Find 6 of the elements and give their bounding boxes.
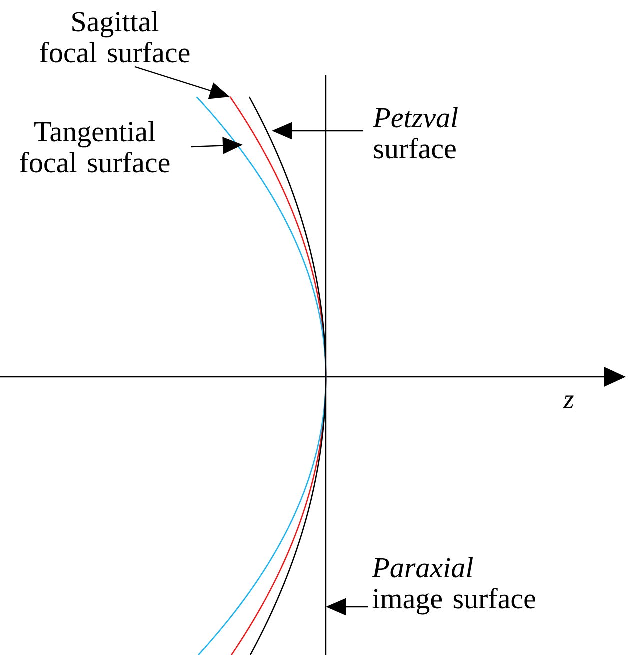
callout-label: Sagittal focal surface [40,11,190,63]
callout-label: Tangential focal surface [20,121,170,173]
focal-surface-curve [196,96,327,655]
callout-label: Petzval surface [373,107,458,159]
axis-label: z [563,396,574,408]
callout-label: Paraxial image surface [372,557,536,615]
